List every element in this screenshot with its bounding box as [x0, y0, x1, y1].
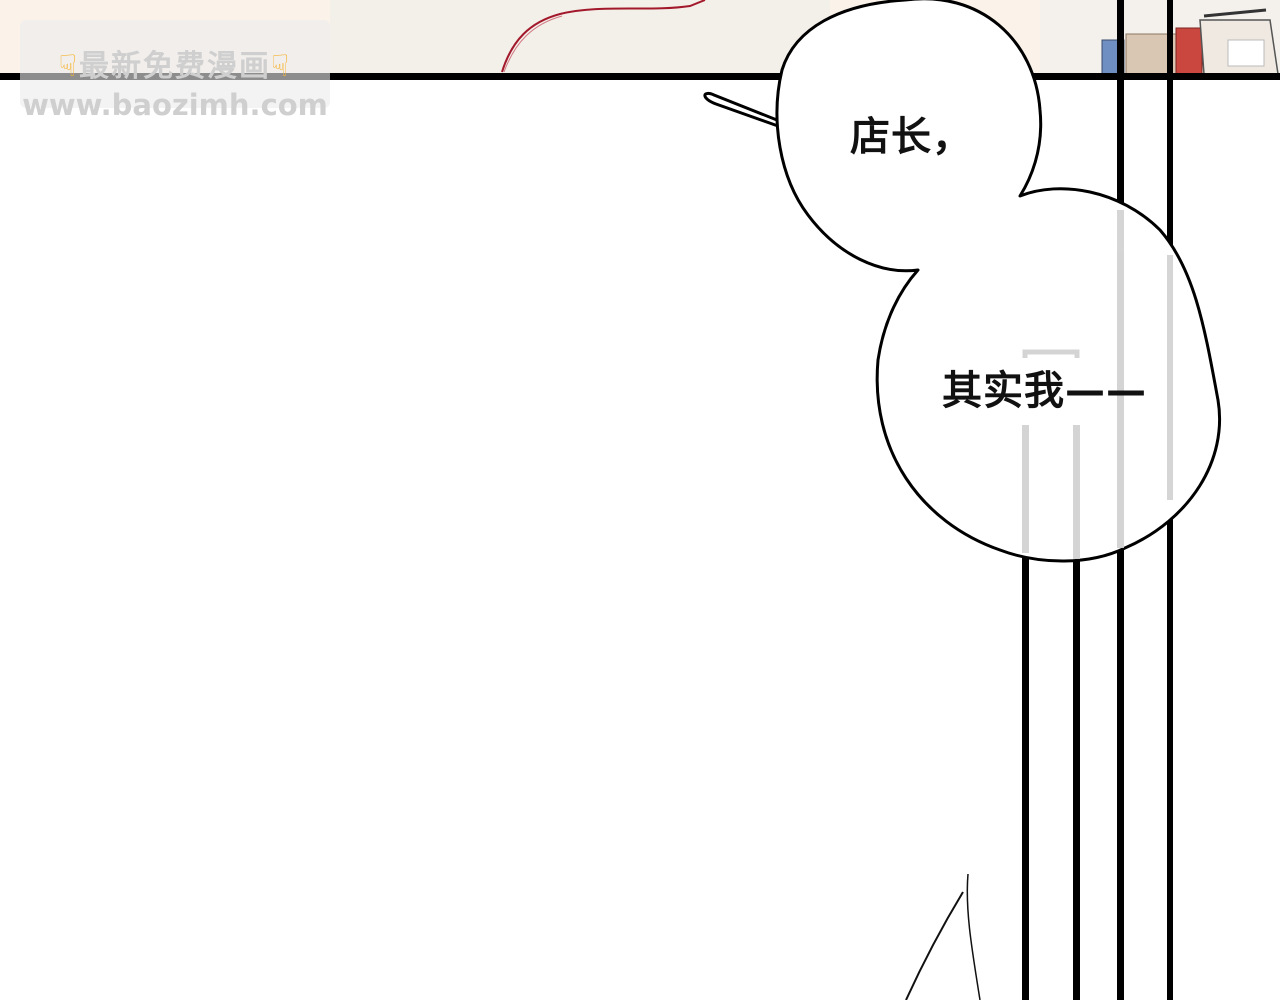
panel-border-horizontal: [0, 73, 1280, 80]
dialogue-line-2: 其实我——: [942, 368, 1147, 414]
watermark-title: 最新免费漫画: [79, 49, 271, 84]
red-thread: [501, 0, 706, 73]
pointing-down-hand-icon: ☟: [271, 49, 292, 84]
watermark: ☟最新免费漫画☟ www.baozimh.com: [20, 20, 330, 122]
pointing-down-hand-icon: ☟: [58, 49, 79, 84]
bubble-through-lines: [1022, 210, 1173, 559]
watermark-title-row: ☟最新免费漫画☟: [20, 50, 330, 84]
speech-bubble-tail: [703, 91, 783, 128]
speech-bubble: [775, 0, 1221, 563]
dialogue-line-1: 店长，: [850, 114, 973, 160]
watermark-url: www.baozimh.com: [22, 88, 328, 122]
character-sketch-lines: [905, 873, 981, 1000]
